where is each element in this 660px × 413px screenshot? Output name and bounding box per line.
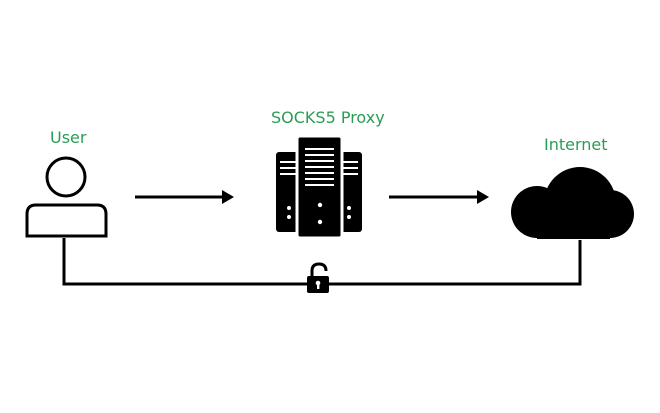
arrow-proxy-to-internet [389,190,489,204]
internet-label: Internet [544,135,608,154]
unlocked-padlock-icon [307,262,329,293]
arrow-user-to-proxy [135,190,234,204]
user-icon [25,156,108,238]
server-rack-icon [276,134,362,240]
proxy-label: SOCKS5 Proxy [271,108,385,127]
user-label: User [50,128,87,147]
cloud-icon [511,167,634,239]
